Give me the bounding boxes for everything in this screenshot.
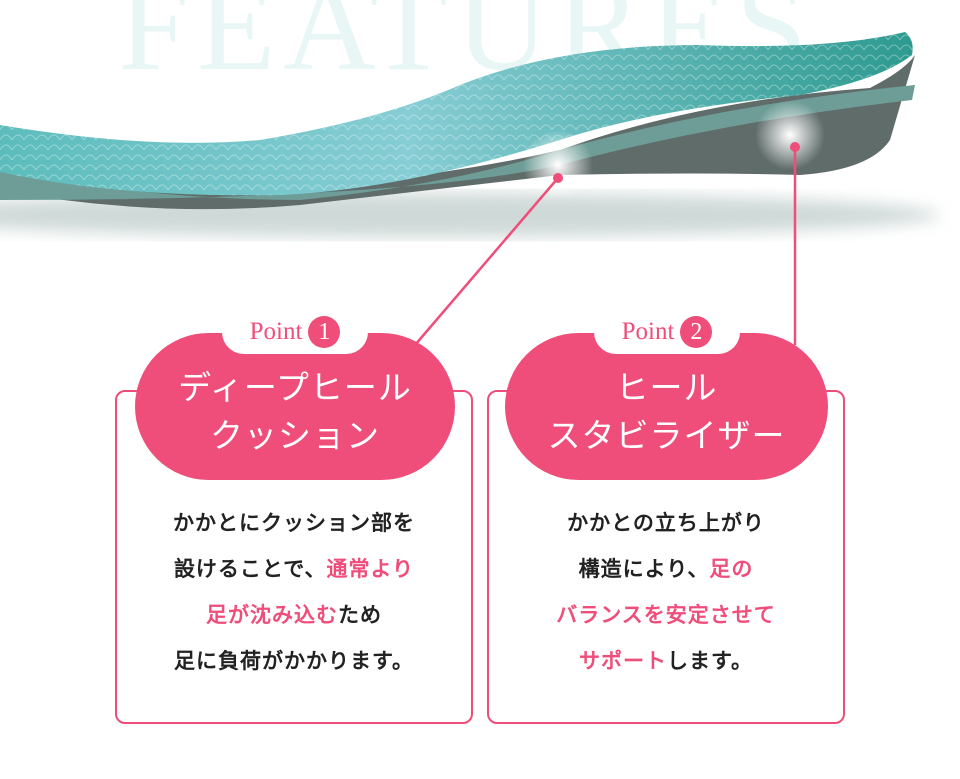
insole-heel-base xyxy=(0,55,915,210)
point-number-badge: 2 xyxy=(680,316,713,348)
point-2-label-tab: Point 2 xyxy=(594,310,740,354)
point-1-title-line: ディープヒール xyxy=(178,367,412,407)
glow-point-2 xyxy=(755,100,825,170)
desc-highlight: 通常より xyxy=(326,557,415,581)
point-1-title-pill: ディープヒール クッション xyxy=(135,333,455,480)
point-1-label-tab: Point 1 xyxy=(222,310,368,354)
desc-text: 構造により、 xyxy=(578,557,710,581)
point-2-title-line: ヒール xyxy=(615,367,718,407)
desc-highlight: 足の xyxy=(709,557,754,581)
insole-texture xyxy=(0,32,913,196)
point-2-title-pill: ヒール スタビライザー xyxy=(505,333,828,480)
point-2-title-line: スタビライザー xyxy=(547,415,786,455)
desc-text: かかとの立ち上がり xyxy=(567,511,765,535)
leader-line-1 xyxy=(414,177,559,346)
desc-text: ため xyxy=(338,603,382,627)
desc-text: します。 xyxy=(667,649,753,673)
point-1-title-line: クッション xyxy=(210,415,380,455)
point-label: Point xyxy=(621,318,675,345)
point-1-description: かかとにクッション部を 設けることで、通常より 足が沈み込むため 足に負荷がかか… xyxy=(115,500,473,684)
desc-highlight: サポート xyxy=(579,649,668,673)
glow-point-1 xyxy=(523,130,593,200)
desc-text: かかとにクッション部を xyxy=(173,511,415,535)
point-label: Point xyxy=(249,318,303,345)
desc-text: 足に負荷がかかります。 xyxy=(174,649,414,673)
marker-dot-2 xyxy=(790,142,800,152)
point-2-description: かかとの立ち上がり 構造により、足の バランスを安定させて サポートします。 xyxy=(487,500,845,684)
desc-highlight: 足が沈み込む xyxy=(206,603,338,627)
insole-side xyxy=(0,85,915,200)
point-number-badge: 1 xyxy=(308,316,341,348)
marker-dot-1 xyxy=(553,173,563,183)
desc-highlight: バランスを安定させて xyxy=(556,603,776,627)
desc-text: 設けることで、 xyxy=(173,557,327,581)
